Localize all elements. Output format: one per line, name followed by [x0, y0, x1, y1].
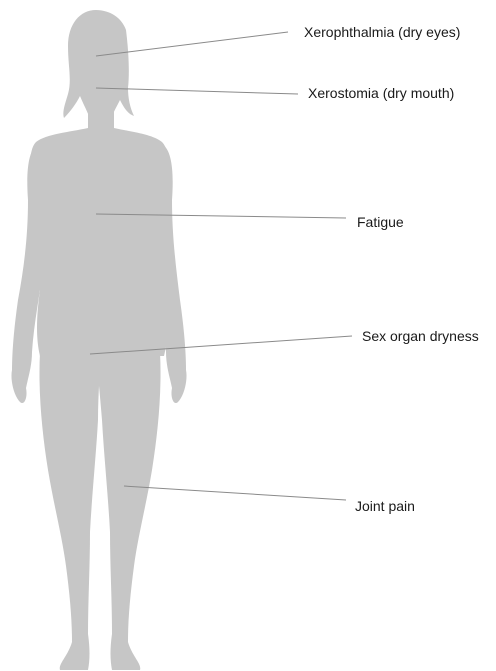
body-silhouette: [11, 10, 186, 670]
label-xerostomia: Xerostomia (dry mouth): [308, 86, 454, 100]
right-leg-shape: [96, 352, 161, 670]
head-shape: [63, 10, 134, 124]
label-joint-pain: Joint pain: [355, 499, 415, 513]
label-sex-organ-dryness: Sex organ dryness: [362, 329, 479, 343]
left-leg-shape: [39, 352, 100, 670]
label-fatigue: Fatigue: [357, 215, 404, 229]
label-xerophthalmia: Xerophthalmia (dry eyes): [304, 25, 460, 39]
leader-line-joint: [124, 486, 346, 500]
torso-shape: [30, 128, 169, 356]
